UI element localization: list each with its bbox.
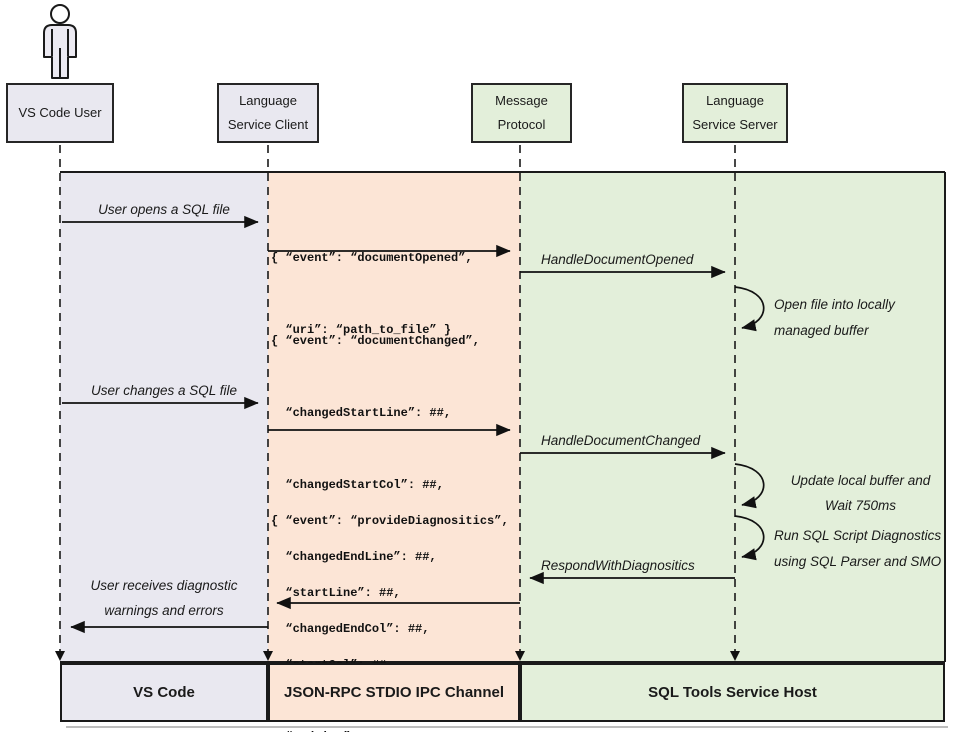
bottom-shadow (66, 726, 948, 728)
footer-label: JSON-RPC STDIO IPC Channel (283, 684, 505, 701)
label-receive-diagnostics: User receives diagnostic warnings and er… (62, 573, 266, 623)
label-line: User receives diagnostic (90, 578, 238, 593)
payload-line: “endLine”: ##, (271, 725, 509, 732)
actor-box-message-protocol: Message Protocol (471, 83, 572, 143)
label-open-file: User opens a SQL file (98, 202, 230, 217)
actor-label: Protocol (497, 116, 546, 132)
payload-document-opened: { “event”: “documentOpened”, “uri”: “pat… (271, 198, 473, 390)
footer-label: VS Code (133, 684, 195, 701)
footer-box-service-host: SQL Tools Service Host (520, 663, 945, 722)
payload-document-changed: { “event”: “documentChanged”, “changedSt… (271, 281, 501, 732)
annotation-open-buffer: Open file into locally managed buffer (774, 292, 895, 344)
annotation-line: Run SQL Script Diagnostics (774, 528, 942, 543)
actor-box-language-service-client: Language Service Client (217, 83, 319, 143)
payload-line: { “event”: “documentChanged”, (271, 334, 480, 348)
actor-label: Language (239, 93, 297, 109)
service-host-lane-band (520, 173, 945, 662)
annotation-line: Wait 750ms (824, 498, 897, 513)
label-change-file: User changes a SQL file (90, 383, 238, 398)
payload-line: “changedEndLine”: ##, (271, 550, 437, 564)
actor-label: VS Code User (18, 105, 102, 120)
annotation-line: Open file into locally (774, 297, 895, 312)
payload-line: “startLine”: ##, (271, 586, 401, 600)
annotation-update-buffer: Update local buffer and Wait 750ms (768, 468, 953, 518)
label-handle-opened: HandleDocumentOpened (541, 252, 694, 267)
label-line: warnings and errors (104, 603, 224, 618)
payload-line: “changedStartCol”: ##, (271, 478, 444, 492)
actor-box-language-service-server: Language Service Server (682, 83, 788, 143)
annotation-line: using SQL Parser and SMO (774, 554, 942, 569)
footer-box-ipc-channel: JSON-RPC STDIO IPC Channel (268, 663, 520, 722)
annotation-line: Update local buffer and (790, 473, 931, 488)
user-actor-icon (43, 4, 77, 79)
ipc-channel-lane-band (268, 173, 520, 662)
label-respond-diagnostics: RespondWithDiagnositics (541, 558, 695, 573)
actor-box-vscode-user: VS Code User (6, 83, 114, 143)
payload-line: { “event”: “documentOpened”, (271, 251, 473, 265)
payload-line: { “event”: “provideDiagnositics”, (271, 514, 509, 528)
actor-label: Service Client (227, 116, 309, 132)
footer-label: SQL Tools Service Host (648, 684, 817, 701)
actor-label: Service Server (692, 116, 778, 132)
payload-line: “changedEndCol”: ##, (271, 622, 430, 636)
vscode-lane-band (60, 173, 268, 662)
annotation-run-diagnostics: Run SQL Script Diagnostics using SQL Par… (774, 523, 941, 575)
footer-box-vscode: VS Code (60, 663, 268, 722)
annotation-line: managed buffer (774, 323, 869, 338)
payload-line: “changedStartLine”: ##, (271, 406, 452, 420)
payload-line: “uri”: “path_to_file” } (271, 323, 452, 337)
actor-label: Language (706, 93, 764, 109)
label-handle-changed: HandleDocumentChanged (541, 433, 701, 448)
actor-label: Message (495, 93, 548, 109)
